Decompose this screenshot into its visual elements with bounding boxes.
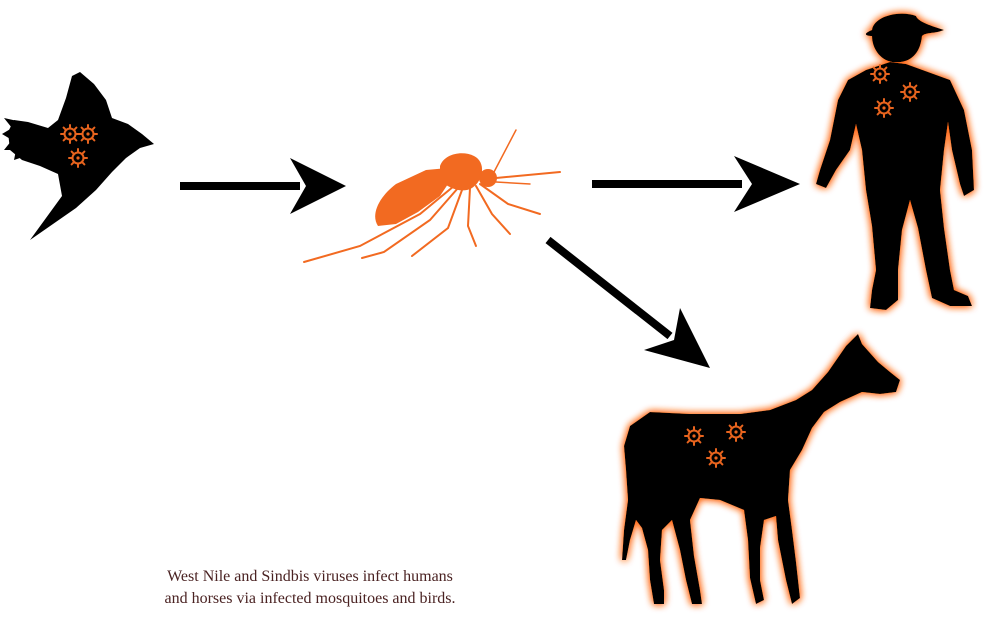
virus-icon <box>875 99 893 117</box>
virus-icon <box>61 125 79 143</box>
bird-silhouette-icon <box>2 72 154 240</box>
virus-icon <box>79 125 97 143</box>
virus-icon <box>69 149 87 167</box>
virus-icon <box>727 423 745 441</box>
caption-line-1: West Nile and Sindbis viruses infect hum… <box>60 566 560 588</box>
virus-icon <box>685 427 703 445</box>
human-silhouette-icon <box>816 14 974 310</box>
caption-line-2: and horses via infected mosquitoes and b… <box>60 588 560 610</box>
horse-silhouette-icon <box>622 334 900 604</box>
mosquito-icon <box>304 130 560 262</box>
arrow-mosquito-to-horse <box>548 240 710 368</box>
virus-icon <box>707 449 725 467</box>
virus-icon <box>871 65 889 83</box>
arrow-mosquito-to-human <box>592 156 800 212</box>
diagram-caption: West Nile and Sindbis viruses infect hum… <box>60 566 560 610</box>
virus-icon <box>901 83 919 101</box>
arrow-bird-to-mosquito <box>180 158 346 214</box>
